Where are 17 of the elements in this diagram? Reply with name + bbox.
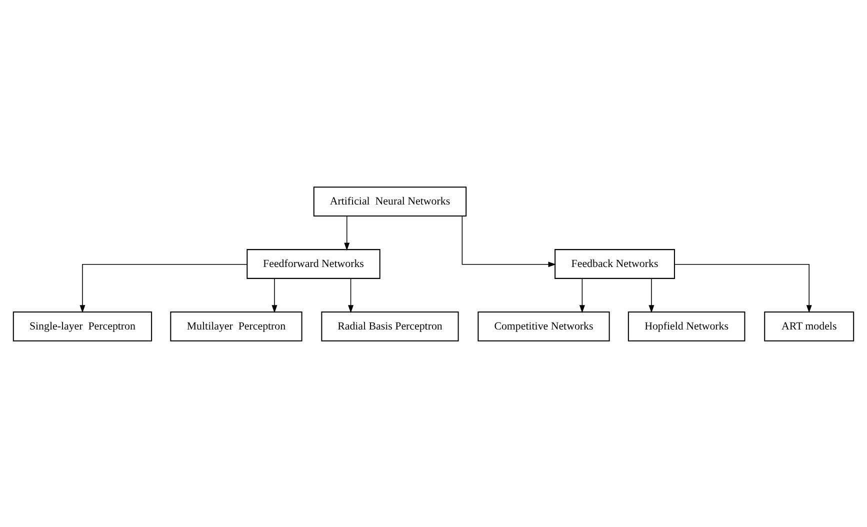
node-box: Radial Basis Perceptron	[321, 311, 459, 341]
arrow	[462, 215, 556, 267]
arrow	[648, 278, 654, 312]
arrow	[579, 278, 585, 312]
arrow	[348, 278, 354, 312]
arrow	[344, 215, 350, 250]
node-box: Multilayer Perceptron	[170, 311, 302, 341]
arrow	[272, 278, 278, 312]
node-box: Single-layer Perceptron	[12, 311, 152, 341]
arrow	[80, 264, 248, 312]
node-box: Feedback Networks	[554, 248, 675, 278]
node-box: Feedforward Networks	[246, 248, 380, 278]
node-box: ART models	[764, 311, 854, 341]
node-box: Artificial Neural Networks	[313, 186, 467, 216]
node-box: Hopfield Networks	[628, 311, 746, 341]
node-box: Competitive Networks	[478, 311, 610, 341]
arrow	[674, 264, 812, 312]
